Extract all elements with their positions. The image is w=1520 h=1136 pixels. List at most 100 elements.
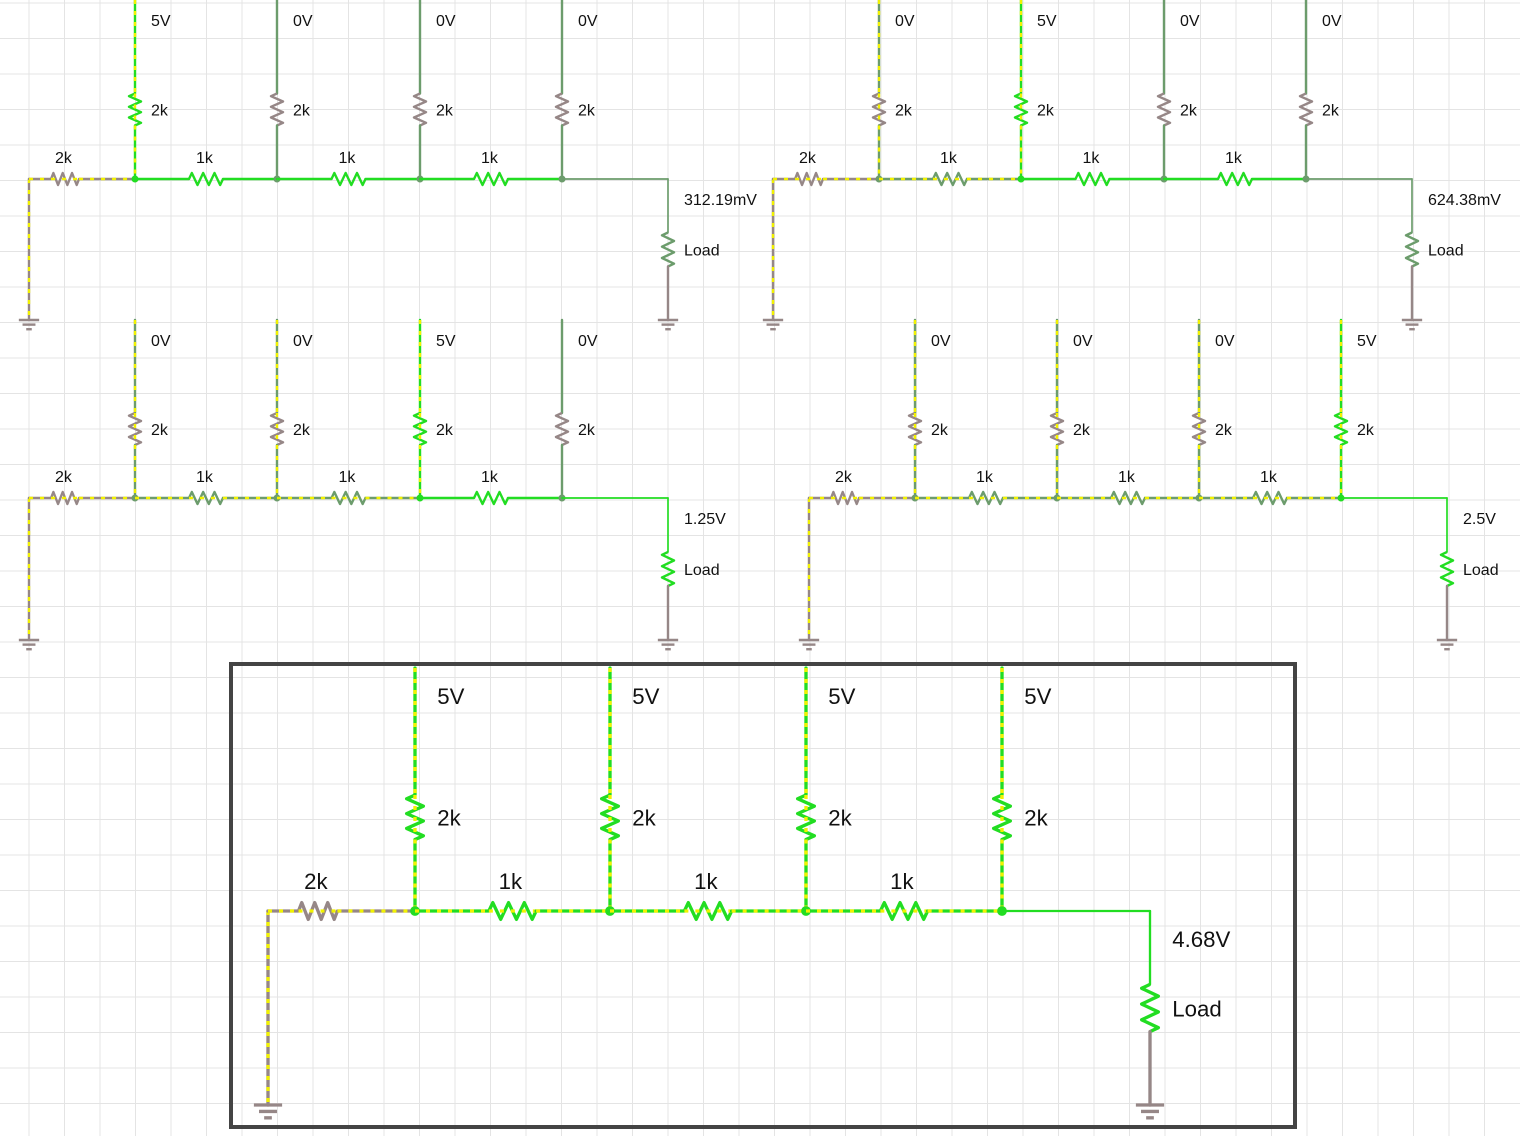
ladder-resistor-label: 1k: [339, 469, 357, 486]
bit-voltage-label: 0V: [578, 13, 598, 30]
bit-resistor-label: 2k: [436, 103, 454, 120]
output-voltage-readout: 2.5V: [1463, 511, 1496, 528]
load-label: Load: [1428, 243, 1464, 260]
load-resistor[interactable]: [1404, 231, 1420, 268]
bit-resistor-4[interactable]: [1333, 411, 1349, 447]
output-voltage-readout: 1.25V: [684, 511, 726, 528]
bit-voltage-label: 0V: [1073, 333, 1093, 350]
bit-resistor-3[interactable]: [412, 92, 428, 127]
bit-resistor-4[interactable]: [554, 92, 570, 127]
bit-voltage-label: 5V: [632, 684, 659, 709]
load-label: Load: [1463, 562, 1499, 579]
bit-voltage-label: 0V: [578, 333, 598, 350]
bit-voltage-label: 5V: [151, 13, 171, 30]
bit-resistor-1[interactable]: [871, 92, 887, 127]
bit-resistor-4[interactable]: [554, 411, 570, 447]
highlight-frame: [229, 662, 1297, 1129]
bit-voltage-label: 5V: [437, 684, 464, 709]
ladder-resistor-3[interactable]: [1074, 171, 1111, 187]
bit-voltage-label: 0V: [1180, 13, 1200, 30]
ladder-resistor-3[interactable]: [330, 171, 367, 187]
bit-resistor-label: 2k: [1322, 103, 1340, 120]
ladder-resistor-label: 2k: [799, 150, 817, 167]
bit-resistor-2[interactable]: [269, 92, 285, 127]
bit-resistor-label: 2k: [1215, 422, 1233, 439]
output-voltage-readout: 312.19mV: [684, 192, 757, 209]
bit-resistor-label: 2k: [1037, 103, 1055, 120]
bit-resistor-label: 2k: [1357, 422, 1375, 439]
ladder-resistor-4[interactable]: [472, 171, 510, 187]
ladder-resistor-2[interactable]: [187, 171, 225, 187]
ladder-resistor-4[interactable]: [472, 490, 510, 506]
ladder-resistor-label: 1k: [890, 869, 914, 894]
bit-resistor-label: 2k: [578, 422, 596, 439]
bit-resistor-3[interactable]: [1191, 411, 1207, 447]
bit-voltage-label: 0V: [436, 13, 456, 30]
bit-resistor-label: 2k: [578, 103, 596, 120]
bit-resistor-label: 2k: [895, 103, 913, 120]
ladder-resistor-label: 2k: [55, 150, 73, 167]
ladder-resistor-2[interactable]: [187, 490, 225, 506]
bit-resistor-2[interactable]: [269, 411, 285, 447]
bit-resistor-label: 2k: [828, 806, 852, 831]
bit-resistor-label: 2k: [436, 422, 454, 439]
bit-resistor-label: 2k: [437, 806, 461, 831]
ladder-resistor-label: 1k: [499, 869, 523, 894]
ladder-resistor-2[interactable]: [967, 490, 1005, 506]
ladder-resistor-3[interactable]: [330, 490, 367, 506]
output-voltage-readout: 4.68V: [1172, 927, 1230, 952]
ladder-resistor-label: 2k: [835, 469, 853, 486]
ladder-resistor-label: 1k: [694, 869, 718, 894]
load-label: Load: [684, 243, 720, 260]
bit-voltage-label: 0V: [931, 333, 951, 350]
ladder-resistor-label: 2k: [304, 869, 328, 894]
bit-voltage-label: 0V: [1322, 13, 1342, 30]
bit-resistor-2[interactable]: [1013, 92, 1029, 127]
bit-voltage-label: 0V: [293, 333, 313, 350]
load-resistor[interactable]: [660, 550, 676, 588]
ladder-resistor-1[interactable]: [296, 900, 339, 922]
load-resistor[interactable]: [1439, 550, 1455, 588]
bit-voltage-label: 0V: [895, 13, 915, 30]
bit-voltage-label: 5V: [1024, 684, 1051, 709]
load-label: Load: [1172, 996, 1221, 1021]
load-resistor[interactable]: [660, 231, 676, 268]
load-label: Load: [684, 562, 720, 579]
bit-voltage-label: 0V: [293, 13, 313, 30]
bit-resistor-label: 2k: [931, 422, 949, 439]
bit-resistor-1[interactable]: [127, 92, 143, 127]
bit-resistor-3[interactable]: [1156, 92, 1172, 127]
ladder-resistor-label: 1k: [481, 469, 499, 486]
bit-voltage-label: 5V: [828, 684, 855, 709]
bit-resistor-label: 2k: [293, 103, 311, 120]
ladder-resistor-4[interactable]: [1251, 490, 1289, 506]
ladder-resistor-2[interactable]: [931, 171, 969, 187]
load-resistor[interactable]: [1139, 982, 1161, 1034]
ladder-resistor-label: 1k: [196, 150, 214, 167]
ladder-resistor-4[interactable]: [1216, 171, 1254, 187]
ladder-resistor-label: 1k: [481, 150, 499, 167]
bit-resistor-1[interactable]: [907, 411, 923, 447]
ladder-resistor-3[interactable]: [1109, 490, 1147, 506]
bit-voltage-label: 5V: [436, 333, 456, 350]
bit-resistor-3[interactable]: [412, 411, 428, 447]
bit-resistor-label: 2k: [1073, 422, 1091, 439]
bit-resistor-label: 2k: [293, 422, 311, 439]
ladder-resistor-label: 1k: [339, 150, 357, 167]
bit-voltage-label: 0V: [1215, 333, 1235, 350]
bit-resistor-label: 2k: [1180, 103, 1198, 120]
bit-resistor-1[interactable]: [127, 411, 143, 447]
bit-voltage-label: 5V: [1357, 333, 1377, 350]
bit-resistor-2[interactable]: [1049, 411, 1065, 447]
bit-resistor-4[interactable]: [1298, 92, 1314, 127]
ladder-resistor-label: 1k: [196, 469, 214, 486]
bit-resistor-label: 2k: [151, 422, 169, 439]
